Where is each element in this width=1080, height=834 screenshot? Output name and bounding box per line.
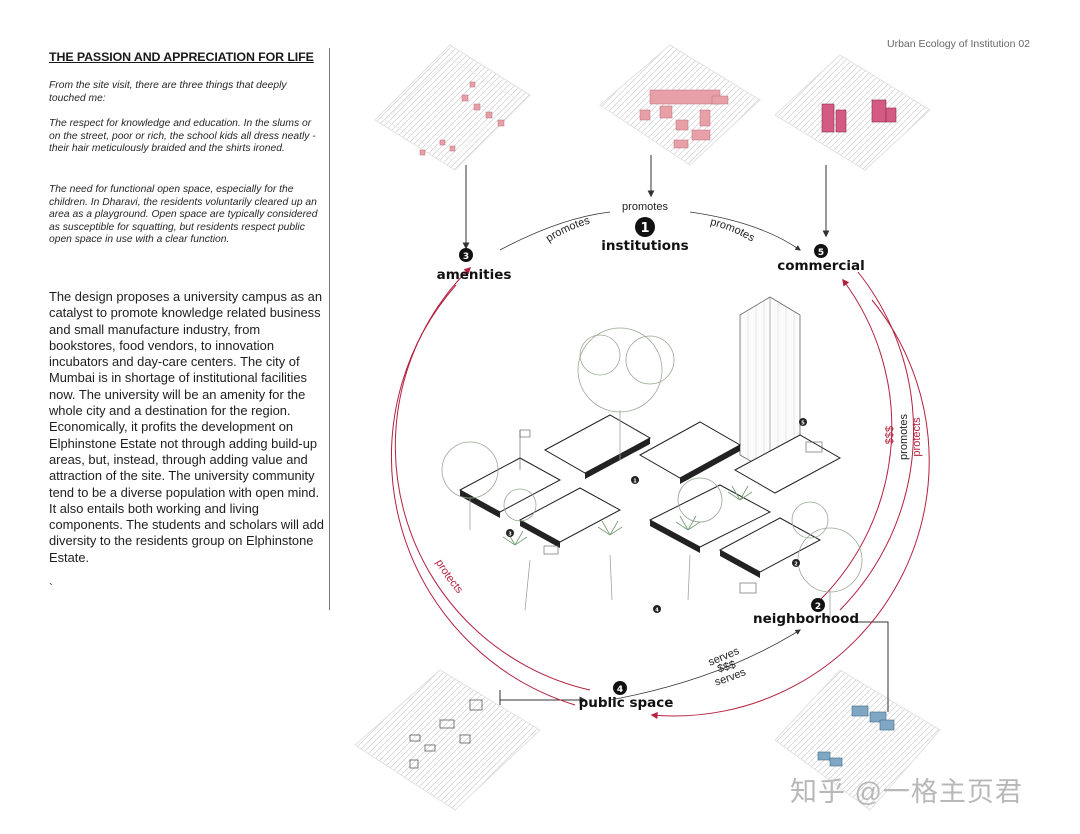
node-public-space: 4 public space — [579, 681, 674, 711]
observation-knowledge: The respect for knowledge and education.… — [49, 118, 316, 155]
callout-2: 2 — [794, 562, 798, 568]
node-commercial: 5 commercial — [777, 244, 865, 274]
relationship-arcs — [390, 211, 930, 719]
page-tag: Urban Ecology of Institution 02 — [887, 38, 1031, 50]
watermark: 知乎 @一格主页君 — [790, 777, 1023, 807]
node-amenities-number: 3 — [463, 252, 469, 262]
map-connectors — [462, 155, 889, 712]
design-statement: The design proposes a university campus … — [49, 289, 324, 565]
callout-3: 3 — [508, 532, 512, 538]
arc-label-money-right: $$$ — [884, 426, 896, 444]
intro-text: From the site visit, there are three thi… — [49, 80, 287, 104]
node-public-space-label: public space — [579, 695, 674, 711]
node-commercial-label: commercial — [777, 258, 865, 274]
node-amenities: 3 amenities — [437, 248, 512, 283]
stray-mark: ` — [49, 581, 53, 595]
arc-label-protects-right: protects — [911, 417, 923, 457]
callout-5: 5 — [801, 421, 805, 427]
site-map-commercial — [774, 54, 931, 171]
node-commercial-number: 5 — [818, 248, 824, 258]
node-institutions-label: institutions — [601, 238, 688, 254]
node-public-space-number: 4 — [617, 685, 623, 695]
node-neighborhood-label: neighborhood — [753, 611, 859, 627]
node-institutions-number: 1 — [640, 221, 649, 236]
site-map-neighborhood — [774, 669, 941, 811]
arc-label-protects-left: protects — [433, 557, 465, 596]
column-divider — [329, 48, 330, 610]
node-institutions: 1 institutions — [601, 217, 689, 254]
site-map-institutions — [599, 44, 761, 166]
site-map-amenities — [374, 44, 531, 171]
section-heading: THE PASSION AND APPRECIATION FOR LIFE — [49, 50, 314, 64]
node-neighborhood-number: 2 — [815, 602, 821, 612]
urban-ecology-diagram: 5 1 3 2 4 promotes promotes promotes $$$… — [354, 44, 941, 811]
arc-label-money-bottom: $$$ — [716, 659, 737, 676]
callout-4: 4 — [655, 608, 659, 614]
arc-label-promotes-left: promotes — [544, 215, 592, 245]
site-map-public-space — [354, 669, 541, 811]
text-panel: THE PASSION AND APPRECIATION FOR LIFE Fr… — [0, 0, 330, 834]
observation-open-space: The need for functional open space, espe… — [49, 184, 318, 246]
campus-axonometric: 5 1 3 2 4 — [441, 296, 863, 620]
arc-label-promotes-top: promotes — [622, 201, 668, 213]
callout-1: 1 — [633, 479, 637, 485]
arc-label-promotes-right-side: promotes — [898, 414, 910, 460]
node-amenities-label: amenities — [437, 267, 512, 283]
node-neighborhood: 2 neighborhood — [753, 598, 859, 627]
